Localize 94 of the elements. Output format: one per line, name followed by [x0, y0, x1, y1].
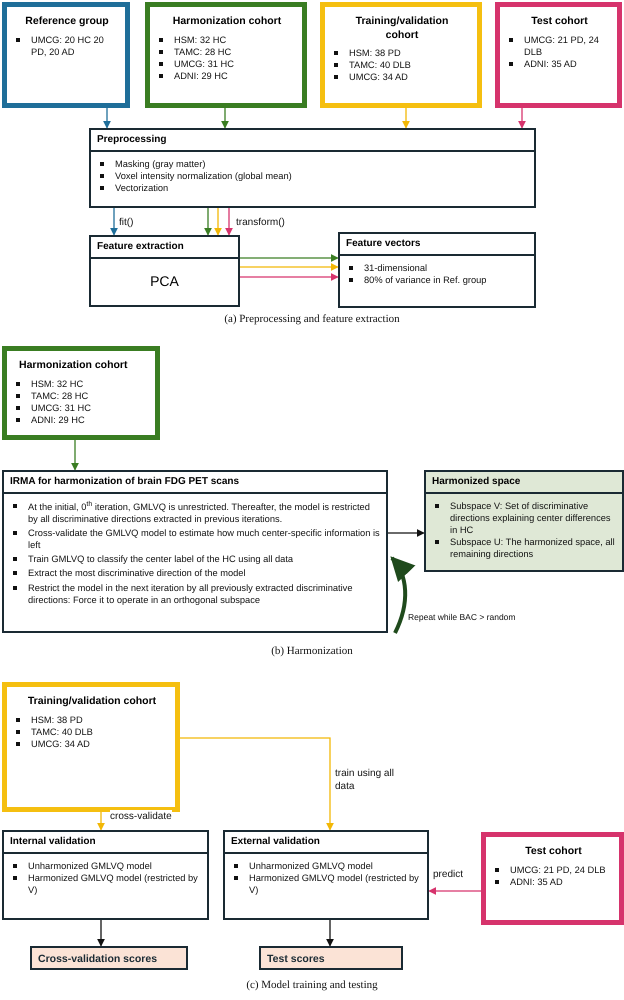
card-heading: Test cohort	[524, 845, 583, 859]
bullet-item: HSM: 38 PD	[13, 714, 171, 726]
box-heading: Internal validation	[4, 832, 207, 854]
box-heading: Feature extraction	[91, 237, 238, 259]
arrow	[225, 208, 233, 236]
card-heading: Training/validation cohort	[354, 15, 450, 42]
arrow	[240, 263, 339, 271]
bullet-item: Unharmonized GMLVQ model	[231, 860, 421, 872]
result-text: Cross-validation scores	[37, 952, 158, 967]
bullet-item: HSM: 32 HC	[13, 378, 151, 390]
process-box	[2, 830, 209, 920]
box-heading: Preprocessing	[91, 130, 534, 152]
result-box	[259, 946, 403, 970]
bullet-item: 80% of variance in Ref. group	[346, 274, 528, 286]
bullet-item: Restrict the model in the next iteration by all previously extracted discriminative directions: Force it to operate in an orthogonal subspace	[10, 582, 380, 606]
bullet-item: TAMC: 28 HC	[156, 46, 298, 58]
arrow	[518, 108, 526, 129]
result-box	[30, 946, 188, 970]
bullet-item: Harmonized GMLVQ model (restricted by V)	[10, 872, 201, 896]
bullet-item: Cross-validate the GMLVQ model to estimate how much center-specific information is left	[10, 527, 380, 552]
bullet-item: 31-dimensional	[346, 262, 528, 274]
arrow	[180, 737, 334, 831]
cohort-card	[2, 2, 130, 108]
card-heading: Reference group	[24, 15, 110, 29]
box-heading: Harmonized space	[426, 472, 622, 494]
arrow	[214, 208, 222, 236]
bullet-item: UMCG: 20 HC 20 PD, 20 AD	[13, 34, 121, 58]
edge-label: predict	[433, 868, 464, 881]
arrow	[71, 440, 79, 471]
figure-caption: (a) Preprocessing and feature extraction	[223, 313, 401, 325]
process-box	[89, 235, 240, 307]
bullet-item: Harmonized GMLVQ model (restricted by V)	[231, 872, 421, 896]
card-heading: Test cohort	[530, 15, 589, 29]
card-heading: Harmonization cohort	[19, 359, 129, 373]
arrow	[240, 254, 339, 262]
loop-arrow	[390, 556, 416, 634]
edge-label: fit()	[119, 216, 134, 229]
cohort-card	[2, 346, 160, 440]
arrow	[221, 108, 229, 129]
bullet-item: TAMC: 40 DLB	[331, 59, 473, 72]
process-box	[89, 128, 536, 208]
bullet-item: Masking (gray matter)	[97, 158, 528, 170]
bullet-item: HSM: 32 HC	[156, 34, 298, 46]
edge-label: transform()	[236, 216, 285, 229]
arrow	[402, 108, 410, 129]
arrow	[388, 529, 425, 537]
arrow	[204, 208, 212, 236]
process-box	[338, 232, 536, 308]
arrow	[428, 887, 481, 895]
cohort-card	[495, 2, 622, 108]
bullet-item: Voxel intensity normalization (global mean)	[97, 170, 528, 182]
card-heading: Harmonization cohort	[172, 15, 282, 29]
bullet-item: UMCG: 31 HC	[13, 402, 151, 414]
arrow	[97, 812, 105, 831]
bullet-item: ADNI: 35 AD	[492, 876, 615, 888]
process-box	[223, 830, 429, 920]
bullet-item: Subspace U: The harmonized space, all remaining directions	[432, 536, 616, 560]
bullet-item: Unharmonized GMLVQ model	[10, 860, 201, 872]
arrow	[97, 920, 105, 947]
bullet-item: UMCG: 31 HC	[156, 58, 298, 70]
arrow	[103, 108, 111, 129]
bullet-item: ADNI: 35 AD	[506, 58, 613, 70]
result-text: Test scores	[266, 952, 326, 967]
bullet-item: TAMC: 40 DLB	[13, 726, 171, 738]
cohort-card	[320, 2, 482, 108]
bullet-item: ADNI: 29 HC	[13, 414, 151, 426]
bullet-item: At the initial, 0$^{th}$ iteration, GMLVQ is unrestricted. Thereafter, the model is restricted by all discriminative directions extracted in previous iterations.	[10, 500, 380, 526]
bullet-item: UMCG: 34 AD	[331, 71, 473, 84]
bullet-item: UMCG: 34 AD	[13, 738, 171, 750]
bullet-item: UMCG: 21 PD, 24 DLB	[506, 34, 613, 58]
process-box	[424, 470, 624, 572]
cohort-card	[481, 832, 624, 925]
bullet-item: UMCG: 21 PD, 24 DLB	[492, 864, 615, 876]
cohort-card	[2, 682, 180, 812]
bullet-item: HSM: 38 PD	[331, 47, 473, 60]
bullet-item: ADNI: 29 HC	[156, 70, 298, 82]
card-heading: Training/validation cohort	[26, 695, 158, 709]
bullet-item: Train GMLVQ to classify the center label of the HC using all data	[10, 553, 380, 566]
bullet-item: TAMC: 28 HC	[13, 390, 151, 402]
box-heading: IRMA for harmonization of brain FDG PET scans	[4, 472, 386, 494]
bullet-item: Extract the most discriminative direction of the model	[10, 567, 380, 580]
arrow	[326, 920, 334, 947]
process-box	[2, 470, 388, 633]
arrow	[110, 208, 118, 236]
arrow	[240, 273, 339, 281]
bullet-item: Vectorization	[97, 182, 528, 194]
edge-label: Repeat while BAC > random	[408, 612, 516, 624]
box-heading: External validation	[225, 832, 427, 854]
figure-caption: (b) Harmonization	[270, 645, 354, 657]
figure-caption: (c) Model training and testing	[245, 979, 379, 991]
box-heading: Feature vectors	[340, 234, 534, 256]
bullet-item: Subspace V: Set of discriminative directions explaining center differences in HC	[432, 500, 616, 536]
method-text: PCA	[150, 273, 179, 289]
cohort-card	[145, 2, 307, 108]
